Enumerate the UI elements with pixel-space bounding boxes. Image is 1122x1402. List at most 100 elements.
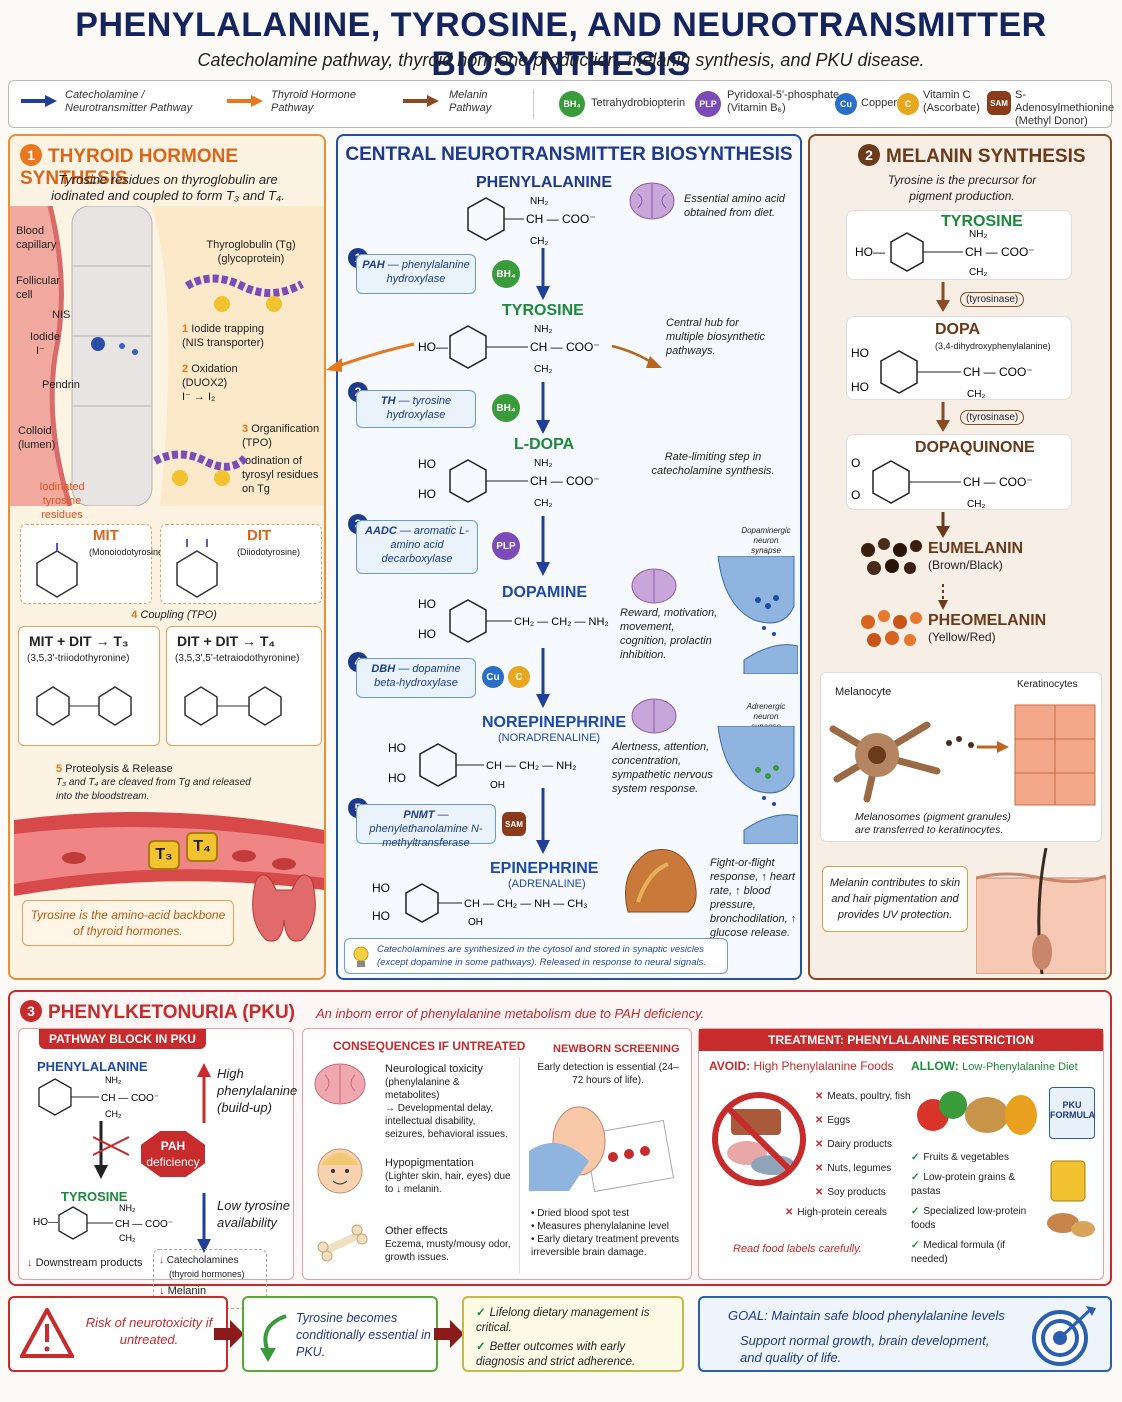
- tyr-note: Central hub for multiple biosynthetic pa…: [666, 317, 766, 357]
- nis-label: NIS: [52, 309, 71, 321]
- skin-hair-illustration: [976, 848, 1106, 974]
- pku-phenylalanine-label: PHENYLALANINE: [37, 1059, 148, 1074]
- treatment-box: TREATMENT: PHENYLALANINE RESTRICTION AVO…: [698, 1028, 1104, 1280]
- legend-c-line1: Vitamin C: [923, 89, 971, 101]
- norepinephrine-label: NOREPINEPHRINE: [482, 714, 627, 731]
- low-protein-foods-icon: [1047, 1160, 1095, 1237]
- legend-divider: [533, 89, 534, 119]
- step1-title: Iodide trapping: [191, 323, 264, 335]
- ldopa-note: Rate-limiting step in catecholamine synt…: [651, 451, 775, 477]
- arrow-down-icon-2: [536, 382, 550, 434]
- avoid-item-1: Meats, poultry, fish: [827, 1091, 911, 1102]
- phe-note: Essential amino acid obtained from diet.: [684, 193, 785, 219]
- step3-note: Iodination of tyrosyl residues on Tg: [242, 455, 319, 495]
- oxidation-equation: I⁻ → I₂: [182, 391, 216, 403]
- pnmt-enzyme-box: PNMT — phenylethanolamine N-methyltransf…: [356, 804, 496, 849]
- screening-intro: Early detection is essential (24–72 hour…: [537, 1062, 679, 1086]
- ldopa-label: L-DOPA: [514, 436, 575, 453]
- pah-name: — phenylalanine hydroxylase: [384, 259, 470, 285]
- legend-neuro-line2: Neurotransmitter Pathway: [65, 102, 193, 114]
- pah-stop-line1: PAH: [160, 1139, 186, 1153]
- svg-text:CH — COO⁻: CH — COO⁻: [965, 245, 1035, 259]
- step3-title: Organification: [251, 423, 320, 435]
- melanin-arrow-3: [936, 512, 950, 538]
- aadc-name: — aromatic L-amino acid decarboxylase: [381, 525, 469, 565]
- up-arrow-icon: [197, 1063, 211, 1123]
- dopaquinone-label: DOPAQUINONE: [915, 439, 1035, 456]
- svg-text:NH₂: NH₂: [119, 1203, 136, 1213]
- epinephrine-label: EPINEPHRINE: [490, 860, 599, 877]
- vitamin-c-cofactor-icon: C: [508, 666, 530, 688]
- t3-box: MIT + DIT → T₃ (3,5,3'-triiodothyronine): [18, 626, 160, 746]
- formula-line1: PKU: [1062, 1100, 1082, 1110]
- dopa-label: DOPA: [935, 321, 981, 338]
- th-enzyme-box: TH — tyrosine hydroxylase: [356, 390, 476, 428]
- t3-structure-icon: [36, 686, 132, 726]
- melanocyte-label: Melanocyte: [835, 686, 892, 698]
- consequences-box: CONSEQUENCES IF UNTREATED Neurological t…: [302, 1028, 692, 1280]
- iodide-label: Iodide: [30, 331, 60, 343]
- svg-text:HO: HO: [418, 457, 436, 471]
- aadc-abbr: AADC: [365, 525, 397, 537]
- arrow-down-icon: [536, 248, 550, 300]
- svg-text:HO: HO: [418, 627, 436, 641]
- aadc-enzyme-box: AADC — aromatic L-amino acid decarboxyla…: [356, 520, 478, 574]
- svg-text:CH — COO⁻: CH — COO⁻: [963, 365, 1033, 379]
- legend-sam-line1: S-Adenosylmethionine: [1015, 89, 1115, 114]
- svg-text:NH₂: NH₂: [534, 458, 552, 469]
- allow-item-1: Fruits & vegetables: [923, 1152, 1009, 1163]
- dbh-name: — dopamine beta-hydroxylase: [374, 663, 461, 689]
- pheomelanin-label: PHEOMELANIN: [928, 612, 1047, 629]
- avoid-item-3: Dairy products: [827, 1139, 892, 1150]
- down-melanin: Melanin: [167, 1285, 207, 1297]
- thyroglobulin-label-2: (glycoprotein): [217, 253, 285, 265]
- dit-structure-icon: [176, 539, 218, 598]
- svg-text:CH — COO⁻: CH — COO⁻: [530, 474, 600, 488]
- t4-full-name: (3,5,3',5'-tetraiodothyronine): [175, 653, 300, 664]
- high-phe-label: High phenylalanine (build-up): [217, 1066, 298, 1115]
- melanin-intro-2: pigment production.: [909, 189, 1015, 203]
- svg-text:CH — CH₂ — NH — CH₃: CH — CH₂ — NH — CH₃: [464, 898, 588, 910]
- allow-item-4: Medical formula (if needed): [911, 1240, 1006, 1265]
- thyroid-intro-2: iodinated and coupled to form T₃ and T₄.: [51, 188, 285, 203]
- mit-label: MIT: [93, 527, 119, 544]
- t3-full-name: (3,5,3'-triiodothyronine): [27, 653, 130, 664]
- lightbulb-icon: [353, 946, 369, 967]
- pku-title: PHENYLKETONURIA (PKU): [48, 1002, 296, 1023]
- downstream-label: Downstream products: [35, 1257, 143, 1269]
- arrow-down-icon-3: [536, 516, 550, 576]
- sam-cofactor-icon: SAM: [502, 812, 526, 836]
- central-panel: CENTRAL NEUROTRANSMITTER BIOSYNTHESIS PH…: [326, 134, 802, 980]
- goal-box: GOAL: Maintain safe blood phenylalanine …: [698, 1296, 1112, 1372]
- avoid-note: Read food labels carefully.: [733, 1243, 862, 1255]
- noradrenaline-label: (NORADRENALINE): [498, 732, 601, 744]
- th-abbr: TH: [380, 395, 396, 407]
- screening-title: NEWBORN SCREENING: [553, 1043, 680, 1055]
- bh4-cofactor-icon-2: BH₄: [492, 394, 520, 422]
- neuro-title: Neurological toxicity: [385, 1063, 483, 1075]
- pku-section-number: 3: [20, 1000, 42, 1022]
- thyroid-intro-1: Tyrosine residues on thyroglobulin are: [58, 172, 278, 187]
- sam-badge-icon: SAM: [987, 91, 1011, 115]
- t3-equation: MIT + DIT → T₃: [29, 633, 129, 649]
- down-arrow-icon: [197, 1193, 211, 1253]
- pathway-block-title: PATHWAY BLOCK IN PKU: [39, 1029, 206, 1049]
- plp-cofactor-icon: PLP: [492, 532, 520, 560]
- phenylalanine-label: PHENYLALANINE: [476, 174, 613, 191]
- dit-label: DIT: [247, 527, 272, 544]
- avoid-list: ✕Meats, poultry, fish ✕Eggs ✕Dairy produ…: [815, 1091, 911, 1198]
- pathway-block-box: PATHWAY BLOCK IN PKU PHENYLALANINE CH — …: [18, 1028, 298, 1309]
- pnmt-name: — phenylethanolamine N-methyltransferase: [369, 809, 483, 849]
- avoid-item-2: Eggs: [827, 1115, 851, 1126]
- hypo-title: Hypopigmentation: [385, 1157, 474, 1169]
- dit-box: DIT (Diiodotyrosine): [160, 524, 322, 604]
- svg-text:CH — COO⁻: CH — COO⁻: [115, 1219, 173, 1230]
- svg-text:CH₂: CH₂: [534, 364, 552, 375]
